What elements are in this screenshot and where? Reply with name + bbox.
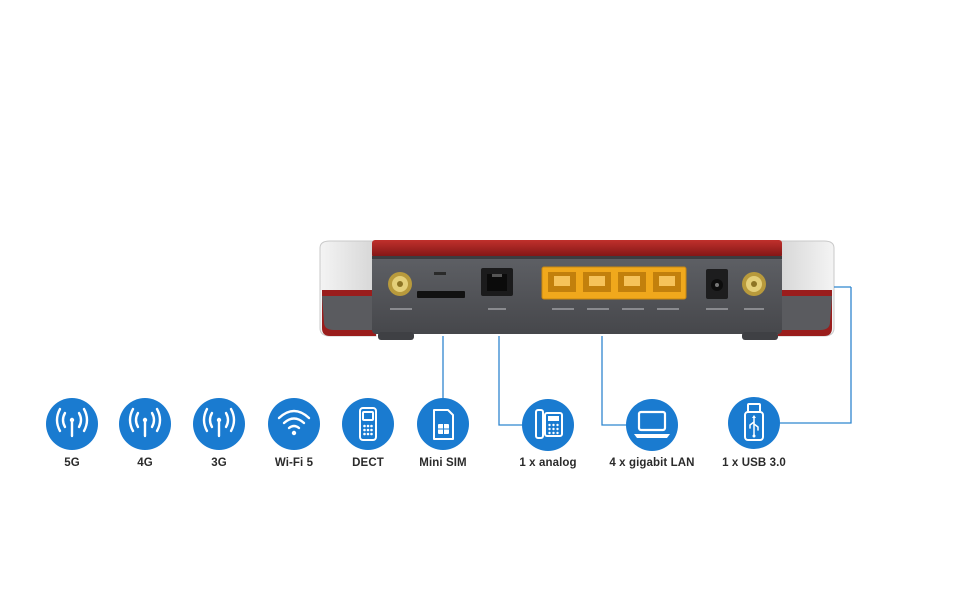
laptop-icon	[634, 410, 670, 438]
feature-analog	[522, 399, 574, 451]
feature-4g	[119, 398, 171, 450]
feature-label-4g: 4G	[137, 457, 153, 469]
usb-stick-icon	[744, 403, 764, 441]
antenna-connector-right	[742, 272, 766, 296]
feature-label-analog: 1 x analog	[519, 457, 577, 469]
connector-line-usb	[780, 287, 852, 424]
feature-label-mini-sim: Mini SIM	[419, 457, 467, 469]
wifi-icon	[277, 409, 311, 436]
sim-slot	[417, 291, 465, 298]
connector-lines	[442, 286, 852, 426]
desk-phone-icon	[535, 409, 563, 439]
feature-dect	[342, 398, 394, 450]
cordless-phone-icon	[359, 407, 377, 441]
feature-5g	[46, 398, 98, 450]
phone-jack	[481, 268, 513, 296]
lan-ports	[541, 266, 687, 300]
antenna-signal-icon	[55, 407, 89, 438]
antenna-signal-icon	[202, 407, 236, 438]
connector-line-lan	[601, 336, 626, 426]
feature-label-5g: 5G	[64, 457, 80, 469]
feature-mini-sim	[417, 398, 469, 450]
antenna-signal-icon	[128, 407, 162, 438]
connector-line-analog	[498, 336, 522, 426]
sim-card-icon	[433, 409, 454, 440]
router-back-panel	[319, 240, 835, 340]
power-jack	[706, 269, 728, 299]
feature-label-usb: 1 x USB 3.0	[722, 457, 786, 469]
feature-wifi-5	[268, 398, 320, 450]
feature-3g	[193, 398, 245, 450]
feature-label-wifi-5: Wi-Fi 5	[274, 457, 314, 469]
feature-label-3g: 3G	[211, 457, 227, 469]
antenna-connector-left	[388, 272, 412, 296]
feature-gigabit-lan	[626, 399, 678, 451]
feature-label-gigabit-lan: 4 x gigabit LAN	[609, 457, 695, 469]
feature-label-dect: DECT	[352, 457, 384, 469]
feature-usb	[728, 397, 780, 449]
